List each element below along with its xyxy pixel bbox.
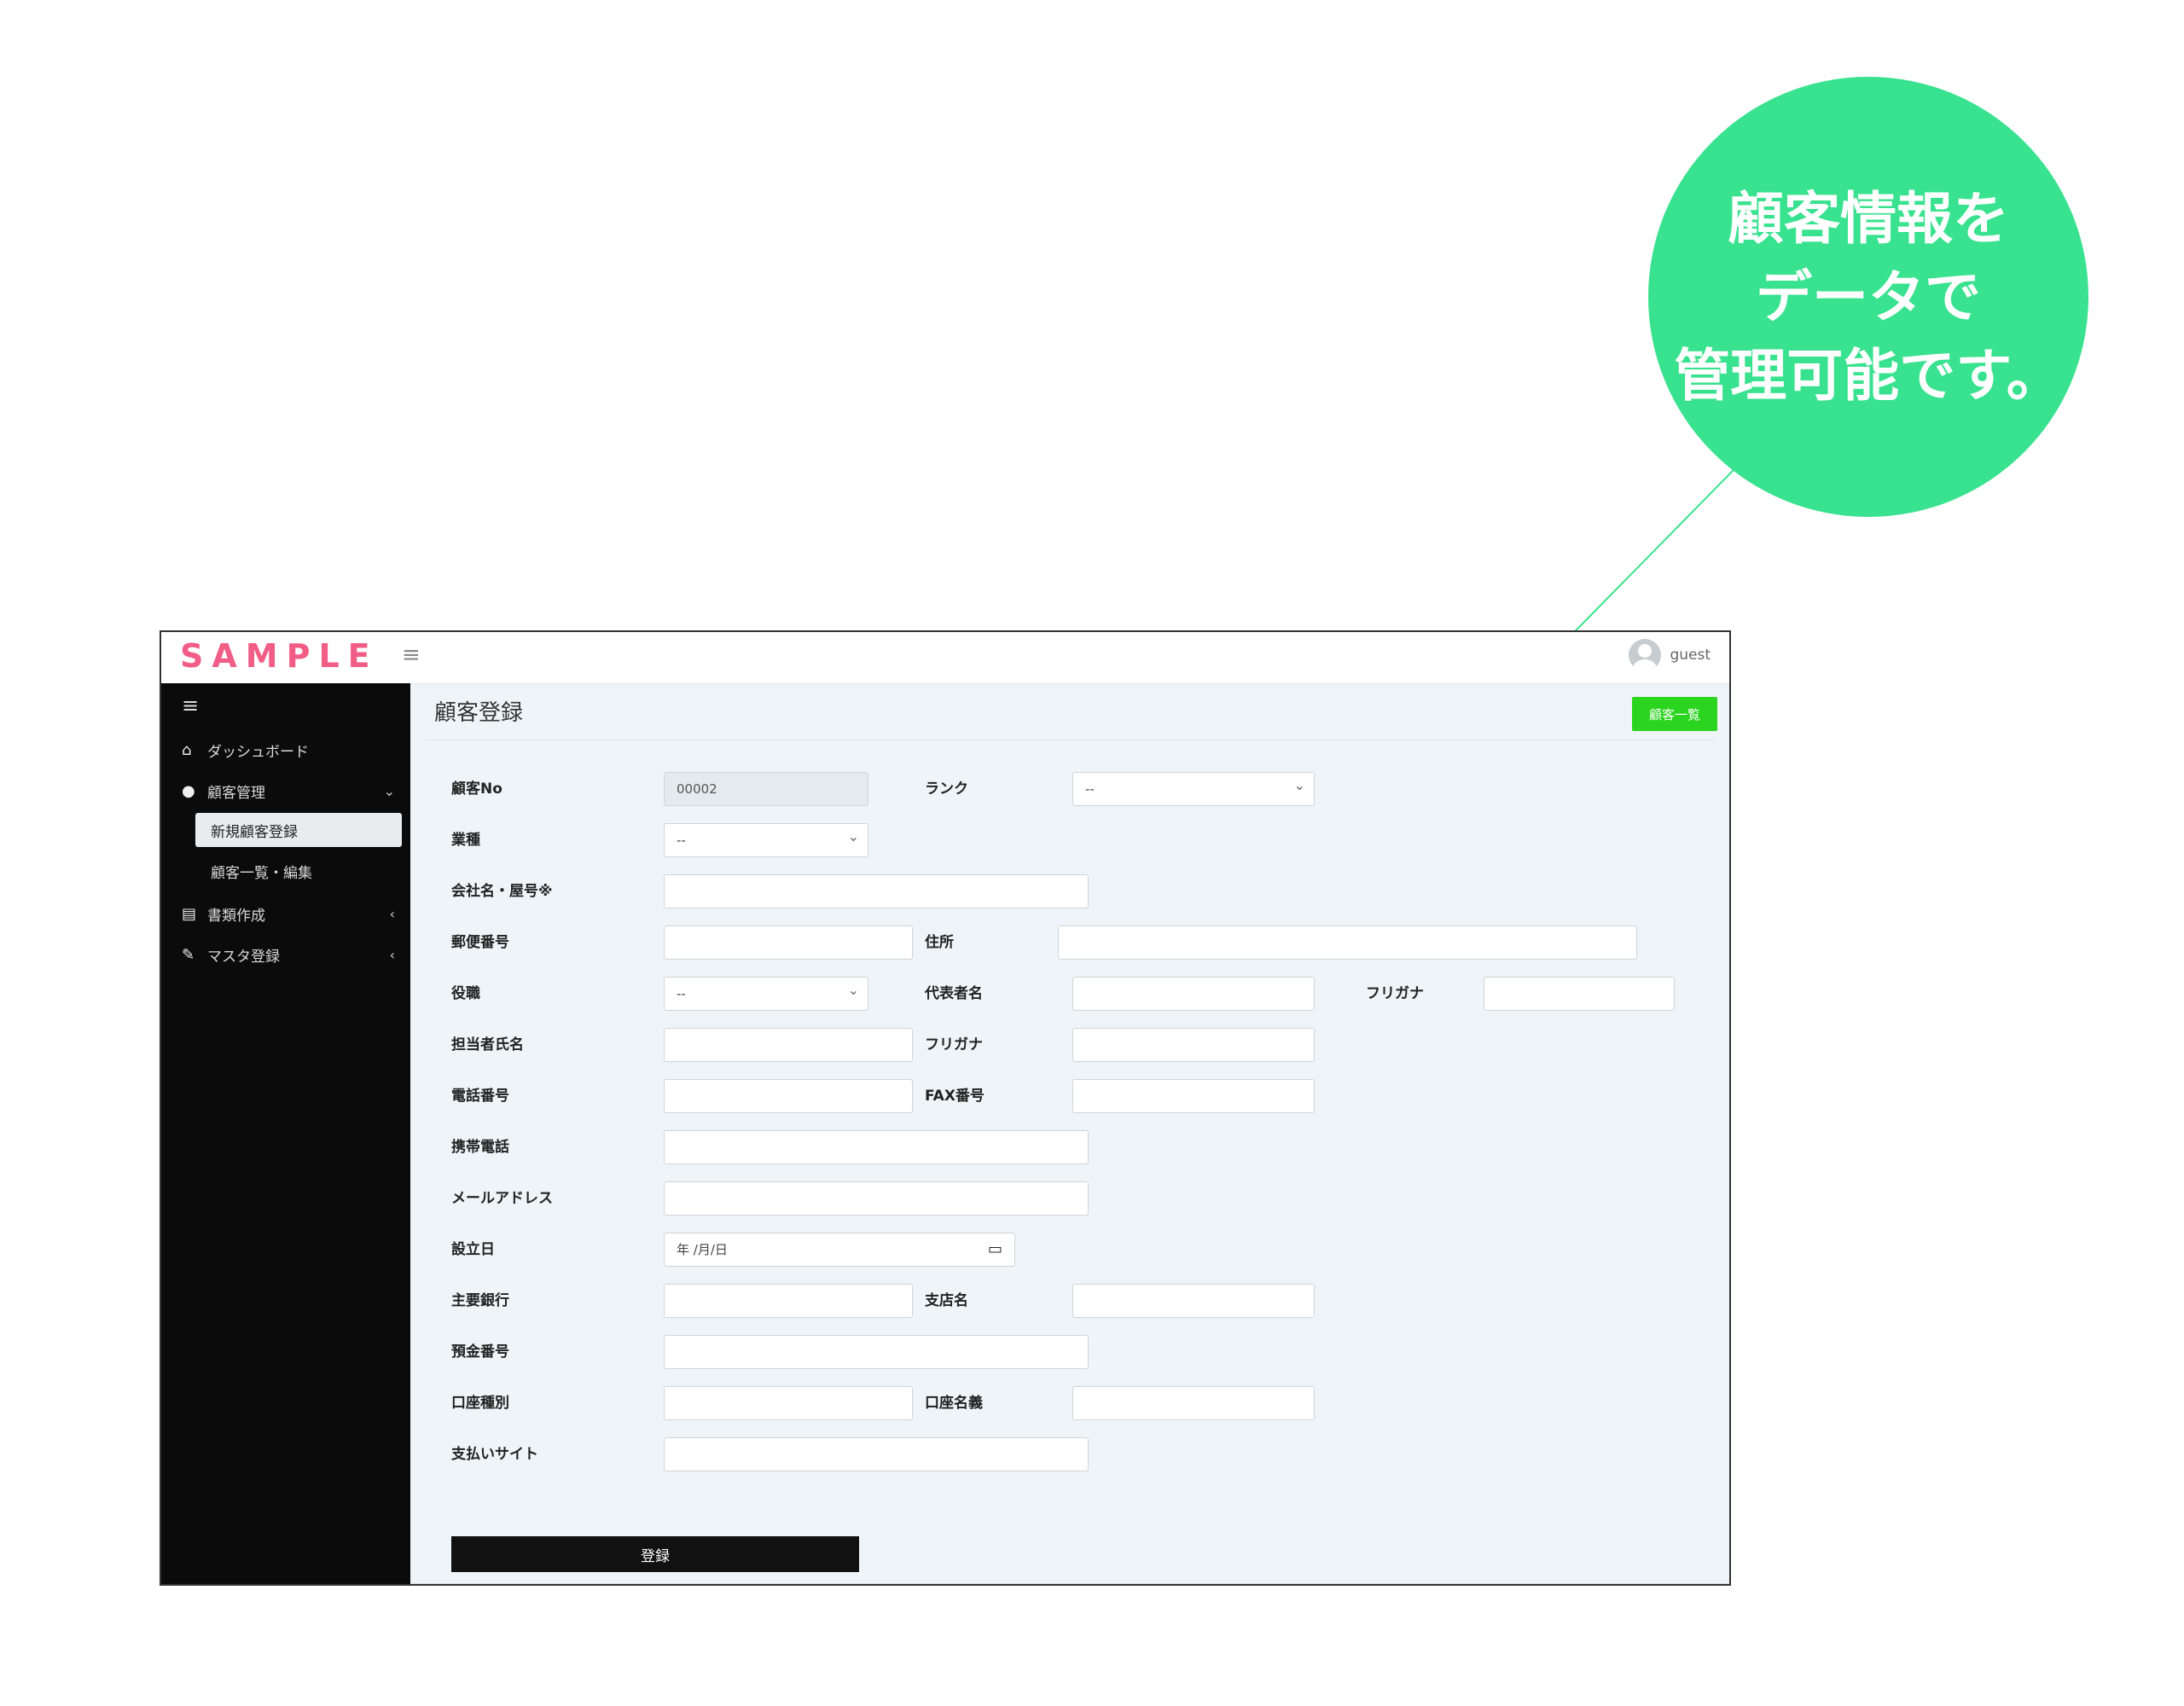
position-label: 役職: [451, 985, 480, 1002]
chevron-left-icon: ‹: [389, 946, 395, 963]
sidebar-item-label: 顧客管理: [207, 784, 265, 802]
sidebar-item-customer-list[interactable]: 顧客一覧・編集: [195, 854, 402, 888]
rep-furigana-label: フリガナ: [1366, 985, 1424, 1002]
contact-label: 担当者氏名: [451, 1036, 524, 1053]
founded-label: 設立日: [451, 1241, 495, 1258]
position-select[interactable]: --: [664, 974, 868, 1011]
callout-line-1: 顧客情報を: [1728, 185, 2009, 252]
industry-select[interactable]: --: [664, 821, 868, 857]
callout-bubble: 顧客情報を データで 管理可能です。: [1648, 77, 2088, 517]
branch-input[interactable]: [1072, 1284, 1315, 1318]
customer-no-label: 顧客No: [451, 780, 502, 798]
sidebar-item-label: ダッシュボード: [207, 743, 309, 761]
calendar-icon[interactable]: ▭: [987, 1240, 1002, 1258]
founded-date-input[interactable]: 年 /月/日 ▭: [664, 1233, 1015, 1267]
contact-furigana-label: フリガナ: [925, 1036, 983, 1053]
chevron-left-icon: ‹: [389, 905, 395, 922]
callout-line-3: 管理可能です。: [1674, 342, 2063, 409]
date-placeholder: 年 /月/日: [677, 1242, 728, 1257]
sidebar-item-new-customer[interactable]: 新規顧客登録: [195, 813, 402, 847]
chevron-down-icon: ⌄: [383, 782, 395, 799]
sidebar-item-label: 顧客一覧・編集: [211, 864, 312, 882]
contact-input[interactable]: [664, 1028, 913, 1062]
menu-toggle-icon[interactable]: ≡: [402, 642, 421, 668]
username: guest: [1670, 647, 1711, 664]
customer-no-field: 00002: [664, 772, 868, 806]
register-button[interactable]: 登録: [451, 1536, 859, 1572]
sidebar-item-label: マスタ登録: [207, 948, 280, 966]
deposit-no-label: 預金番号: [451, 1343, 509, 1361]
logo: SAMPLE: [180, 637, 379, 675]
sidebar-item-label: 新規顧客登録: [211, 823, 298, 841]
contact-furigana-input[interactable]: [1072, 1028, 1315, 1062]
bank-input[interactable]: [664, 1284, 913, 1318]
edit-icon: ✎: [182, 945, 195, 964]
sidebar-item-label: 書類作成: [207, 907, 265, 925]
rank-label: ランク: [925, 780, 968, 798]
sidebar: ≡ ⌂ ダッシュボード ● 顧客管理 ⌄ 新規顧客登録 顧客一覧・編集 ▤ 書類…: [161, 683, 410, 1584]
bottom-divider: [410, 1583, 1729, 1584]
app-window: SAMPLE ≡ guest ≡ ⌂ ダッシュボード ● 顧客管理 ⌄ 新規顧客…: [160, 630, 1731, 1586]
home-icon: ⌂: [182, 740, 192, 759]
payment-site-input[interactable]: [664, 1437, 1089, 1471]
main-content: 顧客登録 顧客一覧 顧客No 00002 ランク -- 業種 -- 会社名・屋号…: [410, 683, 1729, 1584]
top-bar: SAMPLE ≡ guest: [161, 632, 1729, 684]
avatar-icon: [1629, 639, 1662, 671]
mobile-input[interactable]: [664, 1130, 1089, 1164]
account-name-label: 口座名義: [925, 1395, 983, 1412]
sidebar-item-customers[interactable]: ● 顧客管理 ⌄: [182, 775, 395, 806]
deposit-no-input[interactable]: [664, 1335, 1089, 1369]
mobile-label: 携帯電話: [451, 1139, 509, 1156]
bank-label: 主要銀行: [451, 1292, 509, 1309]
account-type-input[interactable]: [664, 1386, 913, 1420]
sidebar-toggle-icon[interactable]: ≡: [182, 693, 200, 717]
address-input[interactable]: [1058, 926, 1637, 960]
rep-furigana-input[interactable]: [1484, 977, 1675, 1011]
fax-label: FAX番号: [925, 1088, 985, 1105]
rank-select[interactable]: --: [1072, 769, 1315, 806]
payment-site-label: 支払いサイト: [451, 1446, 538, 1463]
sidebar-item-master[interactable]: ✎ マスタ登録 ‹: [182, 939, 395, 970]
address-label: 住所: [925, 934, 954, 951]
postal-label: 郵便番号: [451, 934, 509, 951]
postal-input[interactable]: [664, 926, 913, 960]
fax-input[interactable]: [1072, 1079, 1315, 1113]
account-name-input[interactable]: [1072, 1386, 1315, 1420]
phone-label: 電話番号: [451, 1088, 509, 1105]
account-type-label: 口座種別: [451, 1395, 509, 1412]
industry-label: 業種: [451, 832, 480, 849]
company-label: 会社名・屋号※: [451, 883, 553, 900]
branch-label: 支店名: [925, 1292, 968, 1309]
representative-label: 代表者名: [925, 985, 983, 1002]
email-label: メールアドレス: [451, 1190, 553, 1207]
page-title: 顧客登録: [434, 700, 524, 726]
customer-list-button[interactable]: 顧客一覧: [1632, 697, 1717, 731]
email-input[interactable]: [664, 1181, 1089, 1216]
sidebar-item-documents[interactable]: ▤ 書類作成 ‹: [182, 898, 395, 929]
document-icon: ▤: [182, 904, 197, 923]
representative-input[interactable]: [1072, 977, 1315, 1011]
sidebar-item-dashboard[interactable]: ⌂ ダッシュボード: [182, 734, 395, 765]
callout-line-2: データで: [1756, 264, 1981, 330]
company-input[interactable]: [664, 874, 1089, 908]
user-icon: ●: [182, 781, 195, 800]
user-menu[interactable]: guest: [1629, 639, 1711, 671]
phone-input[interactable]: [664, 1079, 913, 1113]
